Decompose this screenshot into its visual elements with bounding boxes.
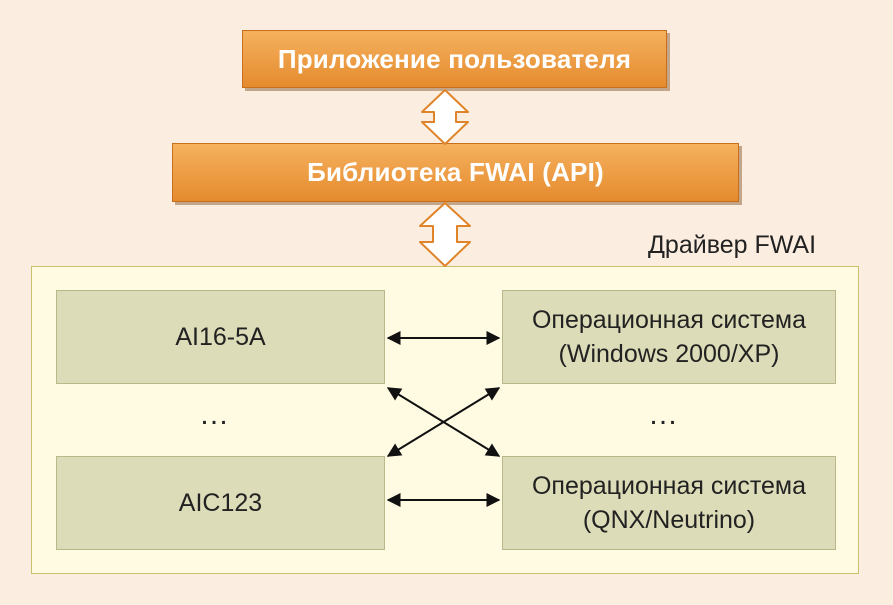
user-app-box: Приложение пользователя [242,30,667,88]
device-label-aic123: AIC123 [178,489,263,517]
user-app-label: Приложение пользователя [277,43,632,74]
device-box-ai16-5a: AI16-5A [56,290,385,384]
os-qnx-line2: (QNX/Neutrino) [582,506,756,534]
api-library-box: Библиотека FWAI (API) [172,143,739,202]
device-label-ai16-5a: AI16-5A [175,323,266,351]
device-box-aic123: AIC123 [56,456,385,550]
ellipsis-right: … [648,398,684,431]
driver-label: Драйвер FWAI [648,231,817,259]
os-box-windows: Операционная система (Windows 2000/XP) [502,290,836,384]
ellipsis-left: … [199,398,235,431]
os-windows-line1: Операционная система [531,306,806,334]
os-box-qnx: Операционная система (QNX/Neutrino) [502,456,836,550]
arrow-cross-2 [386,387,501,457]
api-library-label: Библиотека FWAI (API) [307,157,604,187]
double-arrow-api-driver [419,202,471,267]
os-qnx-line1: Операционная система [531,472,806,500]
double-arrow-app-api [421,89,469,145]
os-windows-line2: (Windows 2000/XP) [558,340,780,368]
